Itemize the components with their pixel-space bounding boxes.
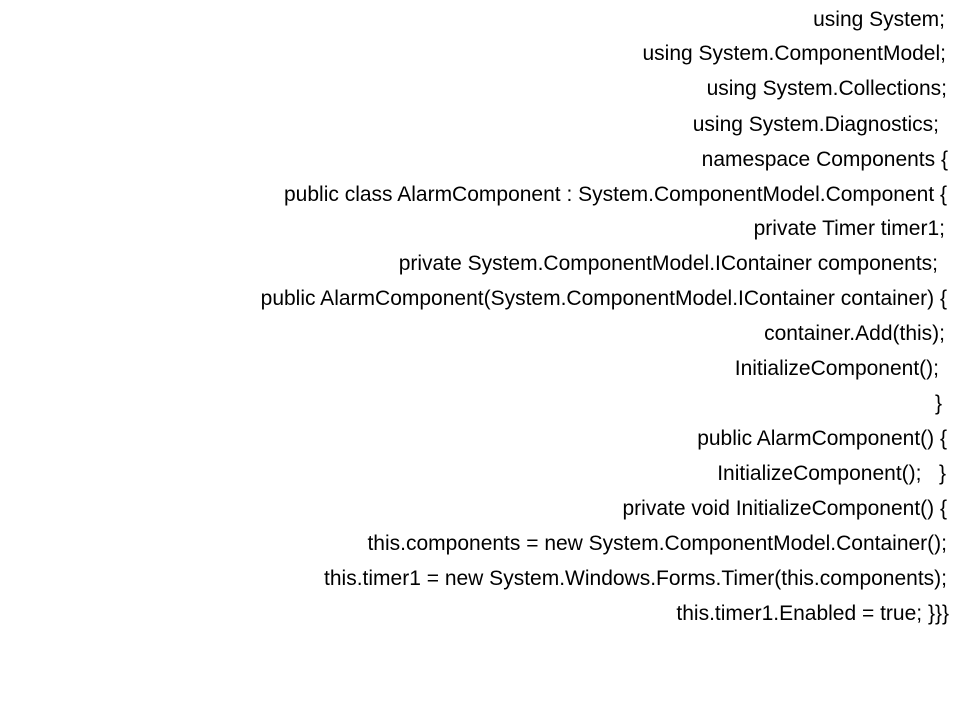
code-line: this.components = new System.ComponentMo…	[367, 532, 947, 555]
code-line: public AlarmComponent(System.ComponentMo…	[260, 287, 947, 310]
code-line: private System.ComponentModel.IContainer…	[398, 252, 938, 275]
code-line: public AlarmComponent() {	[697, 427, 947, 450]
code-line: using System.ComponentModel;	[642, 42, 947, 65]
code-line: using System.Collections;	[706, 77, 947, 100]
code-line: private void InitializeComponent() {	[622, 497, 948, 520]
code-line: this.timer1 = new System.Windows.Forms.T…	[324, 567, 947, 590]
code-line: using System;	[813, 8, 945, 31]
code-line: container.Add(this);	[764, 322, 945, 345]
code-line: InitializeComponent(); }	[717, 462, 946, 485]
code-line: }	[934, 392, 942, 415]
code-line: namespace Components {	[701, 148, 948, 171]
code-line: this.timer1.Enabled = true; }}}	[676, 602, 949, 625]
code-line: private Timer timer1;	[753, 217, 945, 240]
code-line: public class AlarmComponent : System.Com…	[284, 183, 947, 206]
code-line: InitializeComponent();	[734, 357, 939, 380]
code-line: using System.Diagnostics;	[692, 113, 939, 136]
